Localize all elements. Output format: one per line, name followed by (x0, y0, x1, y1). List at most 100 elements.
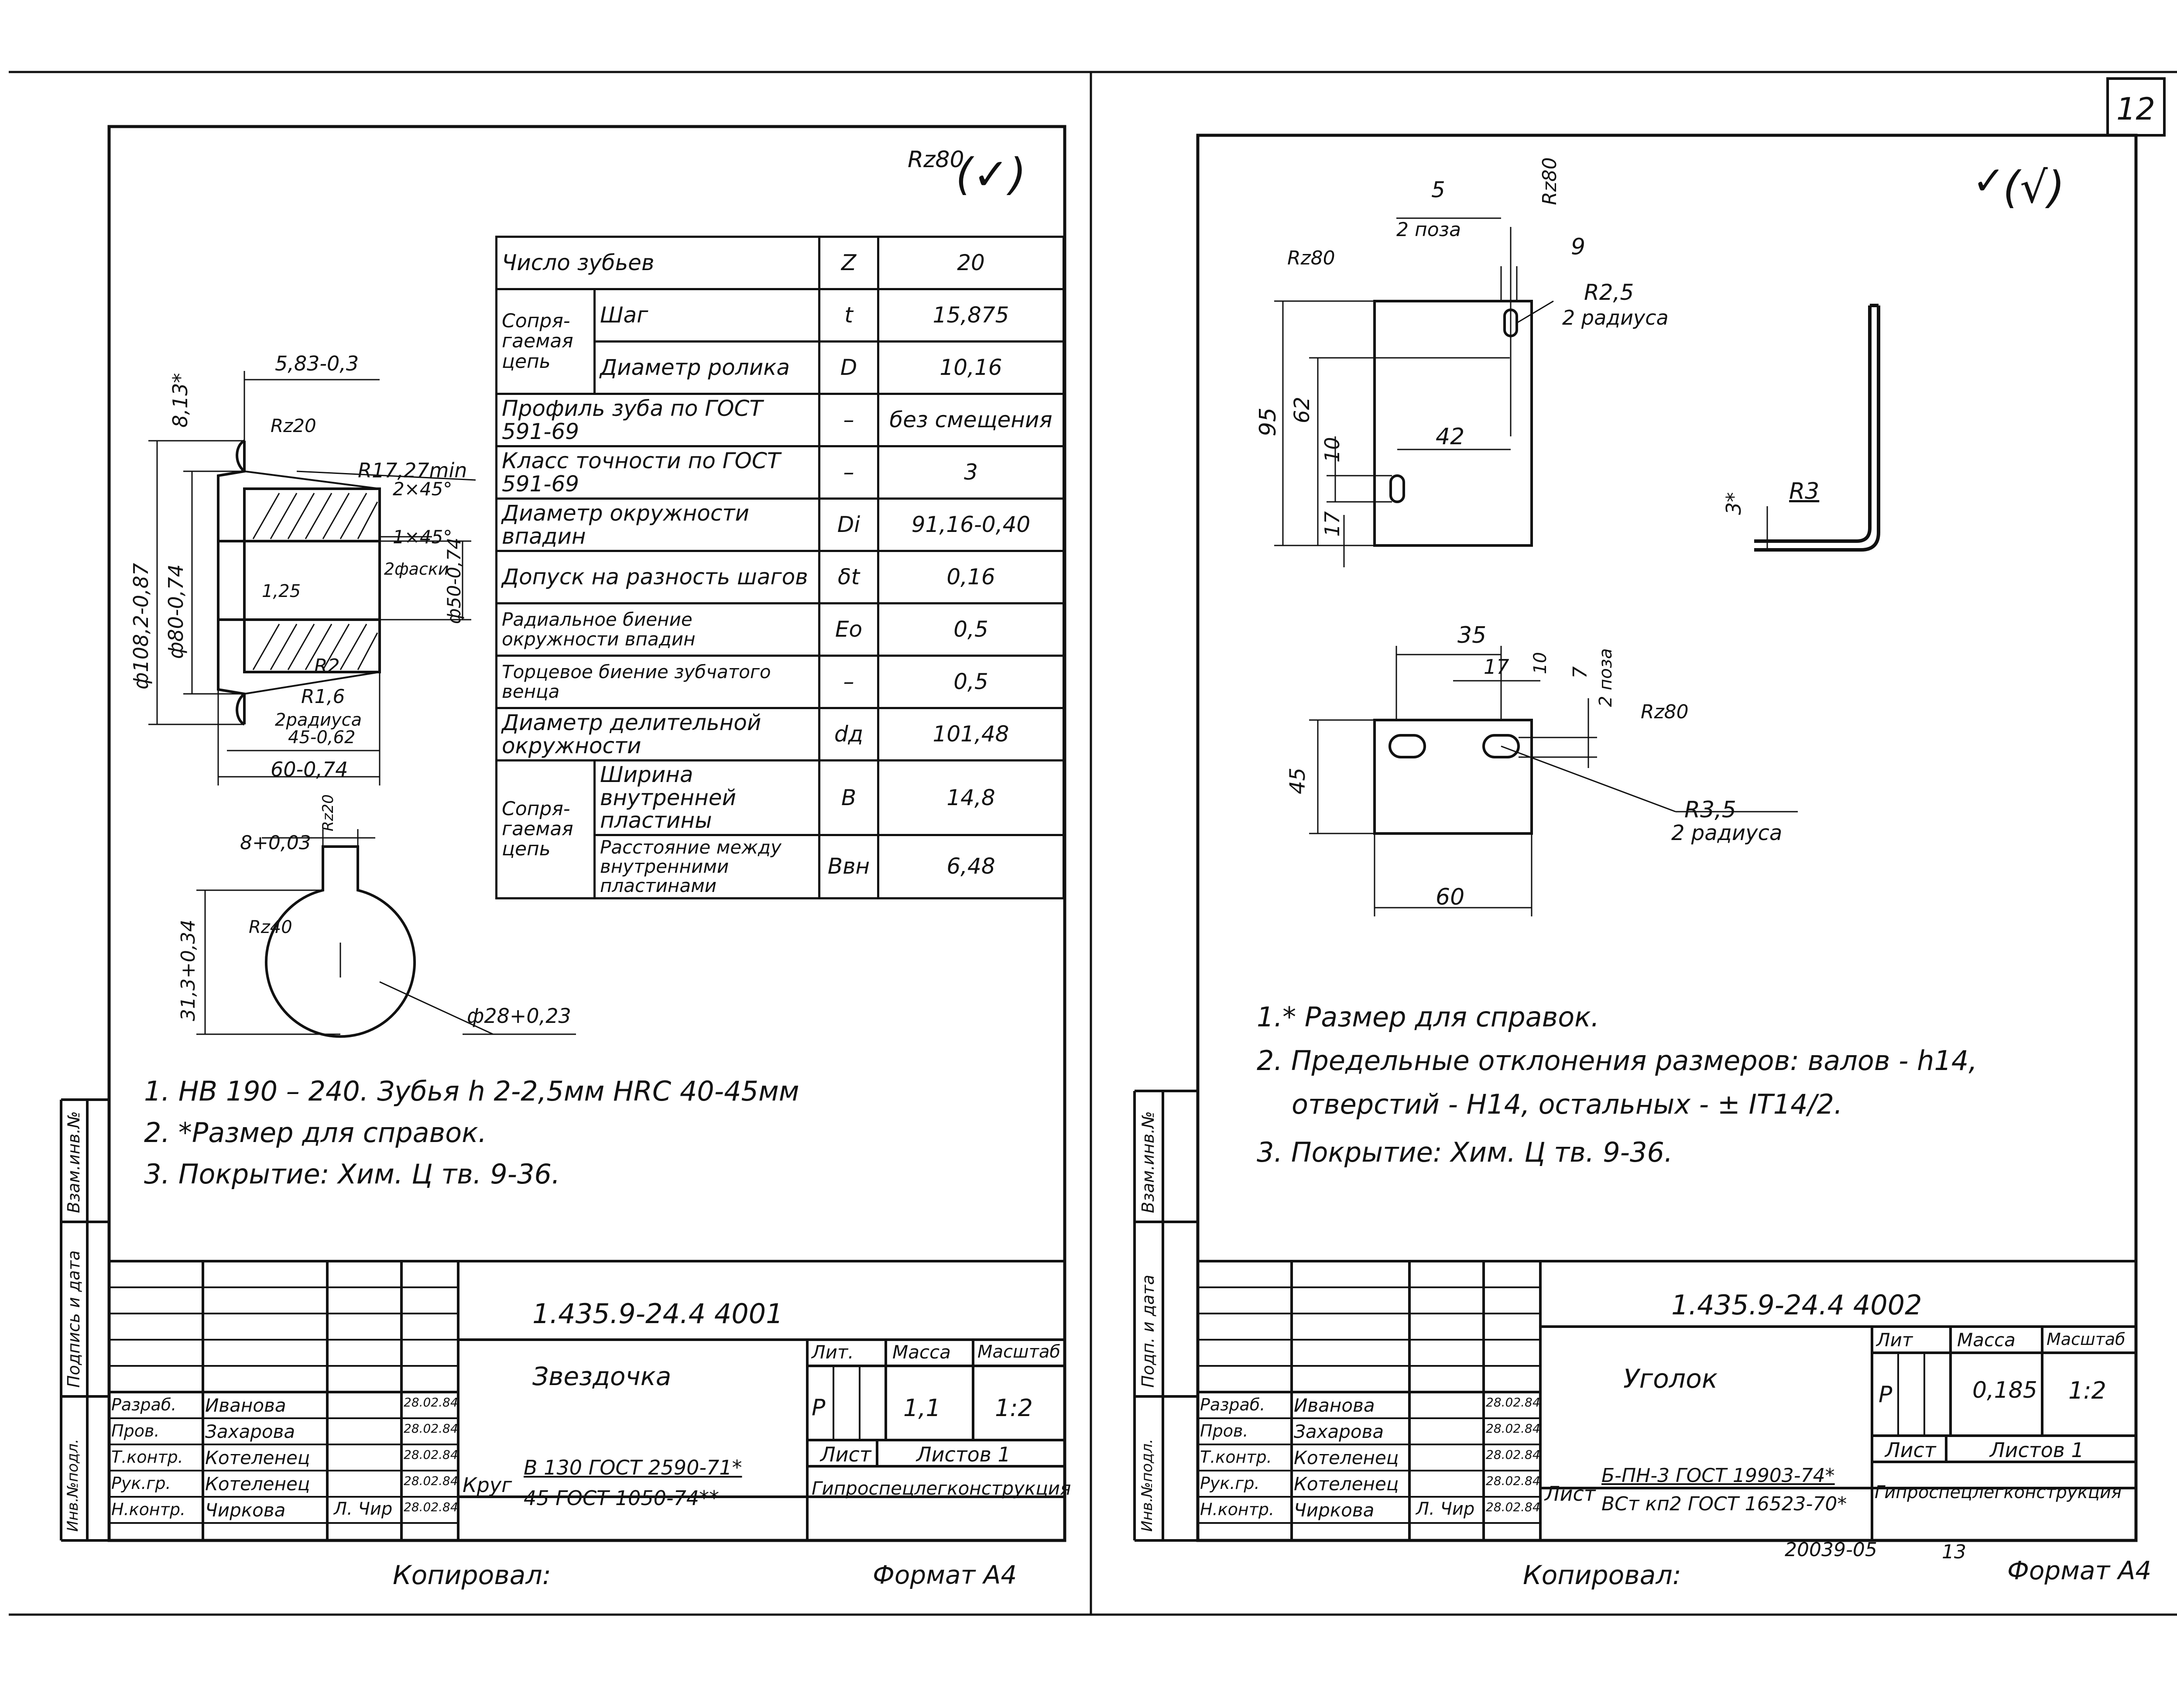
dim-label: 35 (1457, 622, 1487, 648)
staff-role: Н.контр. (111, 1500, 186, 1519)
staff-name: Котеленец (205, 1473, 310, 1495)
staff-role: Пров. (111, 1421, 160, 1440)
part-name: Звездочка (532, 1362, 672, 1391)
staff-date: 28.02.84 (404, 1474, 458, 1488)
angle-front-view (1373, 300, 1533, 547)
staff-date: 28.02.84 (1486, 1447, 1540, 1462)
staff-name: Чиркова (1294, 1499, 1375, 1521)
dim-label: ф50-0,74 (443, 537, 465, 624)
param-symbol-cell: t (818, 288, 879, 343)
sprocket-hatching (252, 493, 378, 670)
param-name-cell: Профиль зуба по ГОСТ 591-69 (495, 393, 820, 447)
side-label: Взам.инв.№ (64, 1111, 83, 1213)
dim-label: R3,5 (1684, 797, 1736, 823)
staff-name: Котеленец (205, 1447, 310, 1468)
param-value-cell: 15,875 (877, 288, 1065, 343)
sheets-label: Листов 1 (1990, 1438, 2084, 1462)
dim-label: 60 (1436, 884, 1465, 910)
dim-label: ф28+0,23 (467, 1004, 571, 1028)
staff-signature-initials: Л. Чир (1416, 1499, 1475, 1519)
copied-label: Копировал: (1523, 1560, 1682, 1591)
dim-label: R17,27min (358, 459, 467, 482)
note-line: 3. Покрытие: Хим. Ц тв. 9-36. (144, 1158, 560, 1190)
angle-side-view (1754, 304, 1880, 552)
param-symbol-cell: B (818, 759, 879, 836)
param-value-cell: 0,5 (877, 655, 1065, 709)
dim-label: 5 (1431, 177, 1445, 202)
param-name-cell: Шаг (593, 288, 820, 343)
right-frame (1196, 134, 2138, 1542)
staff-name: Котеленец (1294, 1473, 1399, 1495)
material-bottom: 45 ГОСТ 1050-74** (524, 1486, 720, 1510)
param-name-cell: Радиальное биение окружности впадин (495, 602, 820, 657)
param-name-cell: Расстояние между внутренними пластинами (593, 833, 820, 899)
dim-label: 2радиуса (275, 710, 362, 730)
dim-label: 2фаски (384, 559, 449, 579)
dim-label: Rz80 (1287, 247, 1335, 269)
staff-date: 28.02.84 (1486, 1395, 1540, 1410)
staff-signature-initials: Л. Чир (334, 1499, 393, 1519)
side-label: Взам.инв.№ (1138, 1111, 1158, 1213)
side-label: Подп. и дата (1138, 1275, 1158, 1388)
organization: Гипроспецлегконструкция (1875, 1482, 2122, 1502)
dim-label: 60-0,74 (271, 758, 348, 781)
param-name-cell: Диаметр окружности впадин (495, 497, 820, 552)
dim-label: R2,5 (1584, 280, 1634, 305)
dim-label: ф108,2-0,87 (129, 562, 153, 689)
lit-value: Р (812, 1395, 826, 1421)
param-value-cell: без смещения (877, 393, 1065, 447)
left-frame (107, 125, 1066, 1542)
material-top: Б-ПН-3 ГОСТ 19903-74* (1601, 1464, 1835, 1487)
param-name-cell: Торцевое биение зубчатого венца (495, 655, 820, 709)
scale-label: Масштаб (977, 1342, 1061, 1362)
roughness-check-icon: ✓ (1972, 158, 2006, 204)
dim-label: 45 (1286, 767, 1310, 794)
param-group-cell: Сопря-гаемая цепь (495, 759, 596, 899)
staff-name: Захарова (205, 1421, 295, 1442)
param-row: Торцевое биение зубчатого венца–0,5 (495, 655, 1065, 709)
param-value-cell: 6,48 (877, 833, 1065, 899)
dim-label: Rz80 (1539, 157, 1561, 205)
staff-date: 28.02.84 (404, 1500, 458, 1514)
lit-label: Лит. (812, 1341, 854, 1363)
param-row: Профиль зуба по ГОСТ 591-69–без смещения (495, 393, 1065, 447)
staff-name: Чиркова (205, 1499, 286, 1521)
note-line: отверстий - Н14, остальных - ± IT14/2. (1292, 1088, 1843, 1120)
scale-label: Масштаб (2047, 1330, 2126, 1349)
lit-value: Р (1879, 1382, 1892, 1408)
param-name-cell: Диаметр ролика (593, 340, 820, 395)
param-group-cell: Сопря-гаемая цепь (495, 288, 596, 395)
dim-label: R2 (314, 655, 340, 677)
dim-label: Rz40 (249, 917, 292, 937)
staff-role: Т.контр. (1200, 1447, 1272, 1467)
staff-date: 28.02.84 (404, 1421, 458, 1436)
lit-label: Лит (1876, 1329, 1913, 1351)
param-value-cell: 10,16 (877, 340, 1065, 395)
param-symbol-cell: – (818, 393, 879, 447)
sheets-label: Листов 1 (916, 1443, 1011, 1466)
roughness-symbol-left: Rz80 (908, 147, 964, 173)
roughness-symbol-right: (√) (2003, 162, 2065, 213)
staff-date: 28.02.84 (404, 1447, 458, 1462)
param-symbol-cell: – (818, 445, 879, 500)
staff-name: Иванова (205, 1395, 286, 1416)
copied-label: Копировал: (393, 1560, 552, 1591)
dim-label: 10 (1530, 652, 1550, 674)
note-line: 1.* Размер для справок. (1257, 1001, 1600, 1033)
material-prefix: Круг (463, 1473, 512, 1497)
organization: Гипроспецлегконструкция (812, 1478, 1071, 1499)
param-symbol-cell: – (818, 655, 879, 709)
dim-label: R1,6 (301, 686, 345, 708)
staff-date: 28.02.84 (1486, 1474, 1540, 1488)
dim-label: 5,83-0,3 (275, 352, 359, 375)
part-name: Уголок (1623, 1364, 1718, 1394)
note-line: 2. *Размер для справок. (144, 1117, 487, 1149)
dim-label: Rz20 (319, 794, 337, 831)
